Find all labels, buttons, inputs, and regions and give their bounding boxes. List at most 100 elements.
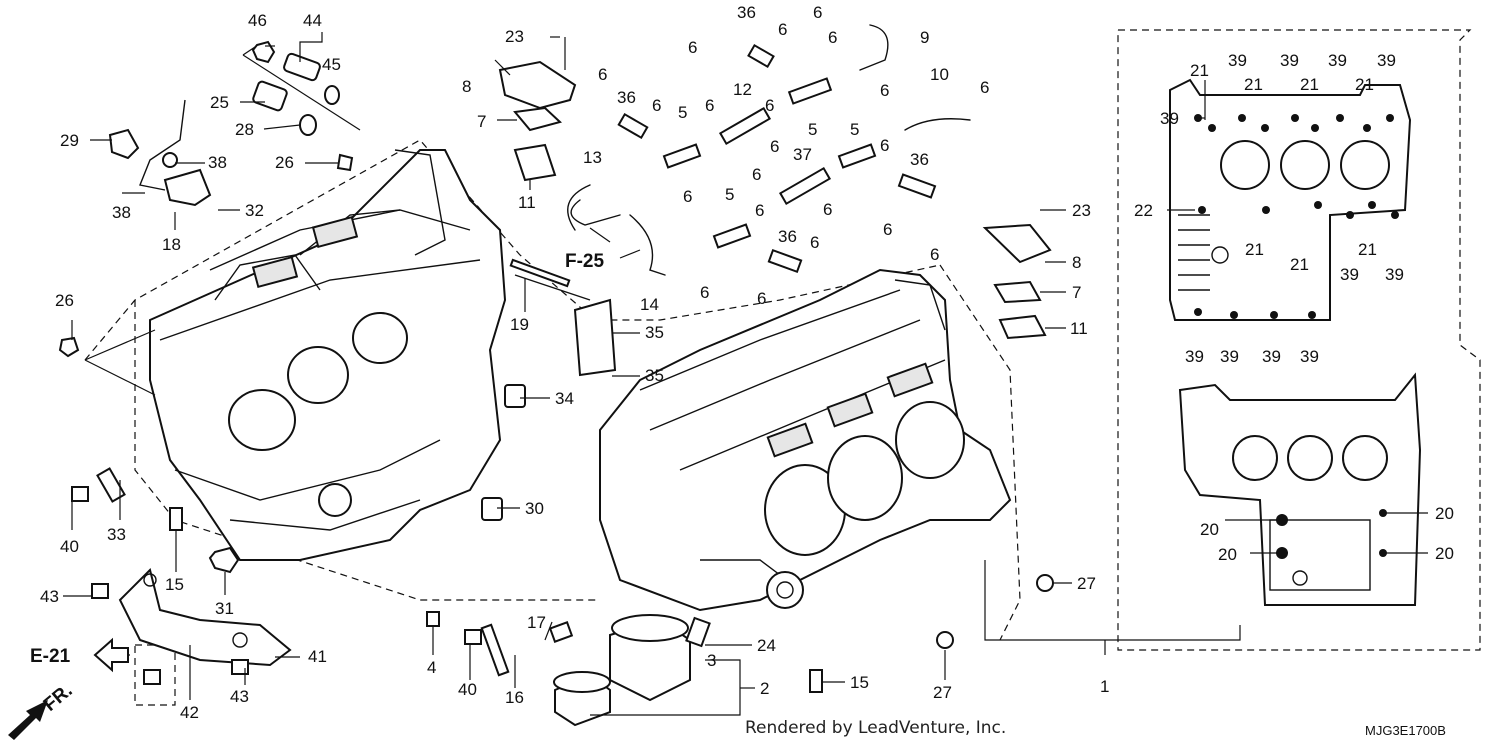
label-21f: 21 bbox=[1290, 255, 1309, 274]
label-5a: 5 bbox=[678, 103, 687, 122]
front-direction-arrow: FR. bbox=[8, 680, 77, 740]
label-10: 10 bbox=[930, 65, 949, 84]
label-41: 41 bbox=[308, 647, 327, 666]
label-31: 31 bbox=[215, 599, 234, 618]
label-35a: 35 bbox=[645, 323, 664, 342]
label-27a: 27 bbox=[1077, 574, 1096, 593]
label-43b: 43 bbox=[230, 687, 249, 706]
label-44: 44 bbox=[303, 11, 322, 30]
oil-filter bbox=[553, 614, 691, 727]
label-6-b2: 6 bbox=[700, 283, 709, 302]
lower-crankcase bbox=[599, 268, 1012, 612]
label-6a: 6 bbox=[813, 3, 822, 22]
label-30: 30 bbox=[525, 499, 544, 518]
label-43a: 43 bbox=[40, 587, 59, 606]
f25-ref-label: F-25 bbox=[565, 251, 605, 272]
label-6q: 6 bbox=[930, 245, 939, 264]
label-6r: 6 bbox=[755, 201, 764, 220]
e21-ref-label: E-21 bbox=[30, 646, 71, 667]
e21-reference: E-21 bbox=[30, 637, 129, 673]
label-6l: 6 bbox=[880, 136, 889, 155]
label-11a: 11 bbox=[518, 193, 536, 212]
label-11b: 11 bbox=[1070, 319, 1088, 338]
credit-text: Rendered by LeadVenture, Inc. bbox=[745, 718, 1006, 738]
label-6p: 6 bbox=[883, 220, 892, 239]
label-6o: 6 bbox=[823, 200, 832, 219]
label-39i: 39 bbox=[1220, 347, 1239, 366]
label-1: 1 bbox=[1100, 677, 1109, 696]
label-38b: 38 bbox=[112, 203, 131, 222]
label-3: 3 bbox=[707, 651, 716, 670]
label-26a: 26 bbox=[275, 153, 294, 172]
label-36c: 36 bbox=[910, 150, 929, 169]
label-4: 4 bbox=[427, 658, 436, 677]
label-6b: 6 bbox=[688, 38, 697, 57]
label-6h: 6 bbox=[765, 96, 774, 115]
label-16: 16 bbox=[505, 688, 524, 707]
label-39f: 39 bbox=[1340, 265, 1359, 284]
label-20a: 20 bbox=[1200, 520, 1219, 539]
label-28: 28 bbox=[235, 120, 254, 139]
label-42: 42 bbox=[180, 703, 199, 722]
leader-lines bbox=[63, 32, 1428, 716]
label-8a: 8 bbox=[462, 77, 471, 96]
label-20c: 20 bbox=[1435, 504, 1454, 523]
label-36b: 36 bbox=[617, 88, 636, 107]
label-35b: 35 bbox=[645, 366, 664, 385]
label-13: 13 bbox=[583, 148, 602, 167]
label-45: 45 bbox=[322, 55, 341, 74]
label-39c: 39 bbox=[1328, 51, 1347, 70]
label-19: 19 bbox=[510, 315, 529, 334]
label-6i: 6 bbox=[980, 78, 989, 97]
label-23a: 23 bbox=[505, 27, 524, 46]
label-37: 37 bbox=[793, 145, 812, 164]
upper-crankcase bbox=[149, 149, 507, 561]
label-14: 14 bbox=[640, 295, 659, 314]
label-20b: 20 bbox=[1218, 545, 1237, 564]
f25-reference: F-25 bbox=[565, 227, 641, 272]
gasket-dowel-dots bbox=[1194, 114, 1399, 559]
label-9: 9 bbox=[920, 28, 929, 47]
label-22: 22 bbox=[1134, 201, 1153, 220]
label-21d: 21 bbox=[1355, 75, 1374, 94]
label-39h: 39 bbox=[1185, 347, 1204, 366]
label-38a: 38 bbox=[208, 153, 227, 172]
label-6e: 6 bbox=[598, 65, 607, 84]
label-39b: 39 bbox=[1280, 51, 1299, 70]
label-21c: 21 bbox=[1300, 75, 1319, 94]
label-6k: 6 bbox=[770, 137, 779, 156]
label-12: 12 bbox=[733, 80, 752, 99]
label-5c: 5 bbox=[850, 120, 859, 139]
label-5d: 5 bbox=[725, 185, 734, 204]
hoses-and-joints bbox=[498, 24, 1052, 340]
label-6j: 6 bbox=[880, 81, 889, 100]
label-21a: 21 bbox=[1190, 61, 1209, 80]
label-6-c2: 6 bbox=[757, 289, 766, 308]
label-21b: 21 bbox=[1244, 75, 1263, 94]
label-32: 32 bbox=[245, 201, 264, 220]
label-39j: 39 bbox=[1262, 347, 1281, 366]
label-23b: 23 bbox=[1072, 201, 1091, 220]
label-6f: 6 bbox=[652, 96, 661, 115]
label-24: 24 bbox=[757, 636, 776, 655]
label-39k: 39 bbox=[1300, 347, 1319, 366]
label-5b: 5 bbox=[808, 120, 817, 139]
label-15b: 15 bbox=[850, 673, 869, 692]
label-6g: 6 bbox=[705, 96, 714, 115]
diagram-code: MJG3E1700B bbox=[1365, 723, 1446, 738]
oil-pan-bracket bbox=[118, 568, 292, 667]
label-39g: 39 bbox=[1385, 265, 1404, 284]
label-15a: 15 bbox=[165, 575, 184, 594]
crankcase-gasket-lower bbox=[1178, 372, 1422, 606]
label-27b: 27 bbox=[933, 683, 952, 702]
label-36a: 36 bbox=[737, 3, 756, 22]
label-7b: 7 bbox=[1072, 283, 1081, 302]
label-6s: 6 bbox=[810, 233, 819, 252]
label-18: 18 bbox=[162, 235, 181, 254]
label-8b: 8 bbox=[1072, 253, 1081, 272]
label-39d: 39 bbox=[1377, 51, 1396, 70]
label-21g: 21 bbox=[1358, 240, 1377, 259]
label-39a: 39 bbox=[1228, 51, 1247, 70]
